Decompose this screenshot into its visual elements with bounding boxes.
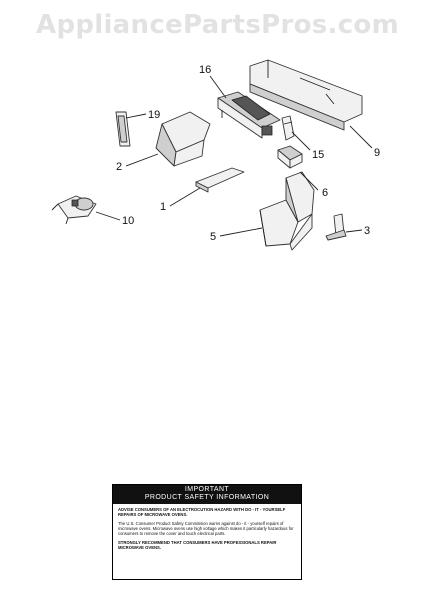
part-2-cover [155, 111, 211, 167]
callout-5: 5 [210, 231, 216, 243]
callout-15: 15 [312, 149, 324, 161]
callout-10: 10 [122, 215, 134, 227]
callout-16: 16 [199, 64, 211, 76]
part-3-clip [325, 213, 347, 241]
notice-paragraph-3: STRONGLY RECOMMEND THAT CONSUMERS HAVE P… [118, 540, 277, 550]
notice-heading-line2: PRODUCT SAFETY INFORMATION [144, 494, 270, 501]
part-15-small-bracket [281, 115, 295, 141]
notice-paragraph-2: The U.S. Consumer Product Safety Commiss… [118, 521, 294, 536]
notice-paragraph-1: ADVISE CONSUMERS OF AN ELECTROCUTION HAZ… [118, 507, 286, 517]
part-16-switch-assembly [217, 91, 281, 139]
watermark-text: AppliancePartsPros.com [36, 10, 399, 40]
part-19-strip [115, 111, 131, 147]
part-6-block [277, 145, 303, 169]
callout-2: 2 [116, 161, 122, 173]
notice-heading: IMPORTANT PRODUCT SAFETY INFORMATION [113, 485, 301, 504]
callout-9: 9 [374, 147, 380, 159]
notice-body: ADVISE CONSUMERS OF AN ELECTROCUTION HAZ… [113, 504, 301, 557]
part-10-motor [51, 195, 97, 225]
safety-notice: IMPORTANT PRODUCT SAFETY INFORMATION ADV… [112, 484, 302, 580]
part-1-plate [195, 167, 245, 193]
callout-1: 1 [160, 201, 166, 213]
part-9-bracket [249, 59, 363, 131]
callout-6: 6 [322, 187, 328, 199]
callout-3: 3 [364, 225, 370, 237]
leader-lines [95, 75, 373, 237]
notice-heading-line1: IMPORTANT [184, 486, 230, 493]
part-5-duct [259, 171, 315, 251]
callout-19: 19 [148, 109, 160, 121]
